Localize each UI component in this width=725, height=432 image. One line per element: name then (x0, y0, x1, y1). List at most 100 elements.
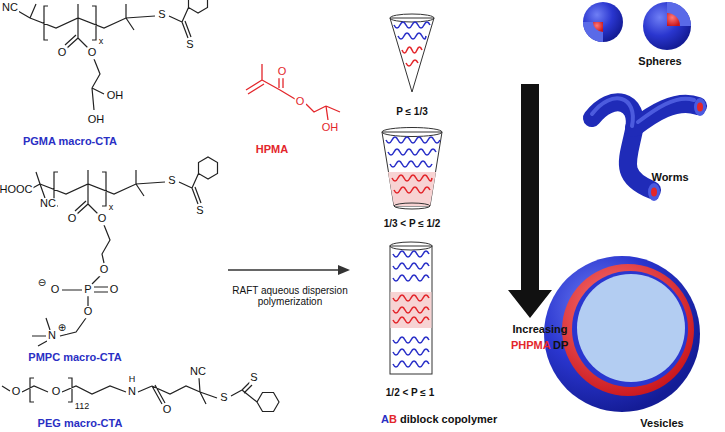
hpma-structure (246, 64, 340, 120)
pmpc-structure (29, 157, 218, 346)
packing-cylinder (393, 251, 429, 257)
trend-label: DP (553, 340, 568, 352)
vesicle (577, 274, 685, 382)
sphere-micelles (593, 22, 603, 32)
pmpc-structure (29, 172, 110, 346)
subscript-label: x (99, 37, 104, 46)
trend-arrow (508, 84, 552, 318)
worm-micelles (592, 98, 633, 126)
sphere-micelles (667, 13, 680, 26)
reaction-arrow (338, 265, 350, 275)
packing-parameter: 1/2 < P ≤ 1 (386, 388, 434, 399)
atom-label: O (162, 404, 173, 416)
atom-label: O (57, 47, 68, 59)
reaction-condition: RAFT aqueous dispersion polymerization (229, 286, 351, 307)
atom-label: OH (87, 114, 106, 126)
sphere-micelles (583, 22, 603, 42)
pmpc-structure (40, 157, 218, 214)
packing-cylinder (393, 337, 429, 343)
packing-cylinder (390, 246, 432, 374)
packing-cylinder (393, 275, 429, 281)
pgma-structure (18, 0, 208, 110)
packing-truncated-cone (392, 175, 432, 181)
copolymer-label: diblock copolymer (400, 414, 497, 426)
atom-label: O (99, 264, 110, 276)
atom-label: S (157, 9, 166, 21)
worm-micelles (638, 99, 694, 122)
reaction-arrow (228, 269, 340, 271)
packing-truncated-cone (390, 161, 432, 167)
morphology-label: Vesicles (640, 418, 683, 430)
atom-label: O (97, 213, 108, 225)
sphere-micelles (583, 2, 623, 42)
packing-truncated-cone (388, 172, 436, 206)
worm-micelles (694, 98, 706, 116)
trend-arrow (508, 84, 552, 318)
packing-truncated-cone (386, 137, 440, 143)
packing-truncated-cone (382, 132, 442, 206)
packing-truncated-cone (394, 203, 430, 209)
sphere-micelles (583, 2, 691, 50)
atom-label: O (109, 284, 120, 296)
block-letter: B (389, 414, 397, 426)
atom-label: O (50, 284, 61, 296)
morphology-label: Spheres (638, 56, 681, 68)
monomer-name: HPMA (256, 144, 288, 156)
trend-label: Increasing (512, 324, 567, 336)
packing-cone (394, 22, 430, 28)
packing-cone (406, 60, 418, 66)
packing-cylinder (393, 317, 429, 323)
atom-label: O (11, 386, 22, 398)
worm-micelles (651, 188, 657, 197)
reaction-arrow (228, 265, 350, 275)
atom-label: S (195, 205, 204, 217)
vesicle (572, 271, 688, 387)
polymer-name: PMPC macro-CTA (28, 352, 121, 364)
packing-cone (390, 18, 434, 92)
subscript-label: 112 (75, 402, 89, 411)
packing-cylinder (393, 361, 429, 367)
atom-label: NC (189, 366, 207, 378)
atom-label: H (128, 375, 137, 384)
packing-cylinder (393, 307, 429, 313)
packing-cylinder (390, 242, 432, 374)
pgma-structure (18, 4, 104, 110)
polymer-name: PGMA macro-CTA (23, 136, 117, 148)
atom-label: S (219, 392, 228, 404)
atom-label: O (51, 386, 62, 398)
packing-cylinder (393, 263, 429, 269)
morphology-label: Worms (651, 172, 688, 184)
atom-label: O (67, 213, 78, 225)
hpma-structure (246, 64, 340, 120)
packing-cone (390, 14, 434, 92)
packing-cylinder (393, 295, 429, 301)
sphere-micelles (643, 2, 691, 50)
peg-structure (2, 378, 279, 412)
atom-label: N (47, 330, 57, 342)
charge-symbol: ⊖ (37, 278, 47, 289)
packing-truncated-cone (388, 149, 436, 155)
atom-label: OH (321, 122, 340, 134)
packing-cylinder (391, 292, 432, 328)
packing-cylinder (390, 242, 432, 250)
packing-truncated-cone (382, 128, 442, 210)
atom-label: NC (39, 198, 57, 210)
packing-truncated-cone (394, 187, 430, 193)
worm-micelles (648, 183, 660, 201)
charge-symbol: ⊕ (57, 323, 67, 334)
packing-cone (402, 47, 422, 53)
atom-label: OH (106, 90, 125, 102)
atom-label: S (185, 39, 194, 51)
polymer-name: PEG macro-CTA (38, 418, 123, 430)
block-letter: A (381, 414, 389, 426)
atom-label: S (249, 372, 258, 384)
atom-label: O (277, 66, 288, 78)
atom-label: O (87, 47, 98, 59)
atom-label: NC (1, 2, 19, 14)
peg-structure (2, 378, 279, 412)
atom-label: S (167, 175, 176, 187)
worm-micelles (592, 98, 706, 201)
sphere-micelles (667, 2, 691, 26)
